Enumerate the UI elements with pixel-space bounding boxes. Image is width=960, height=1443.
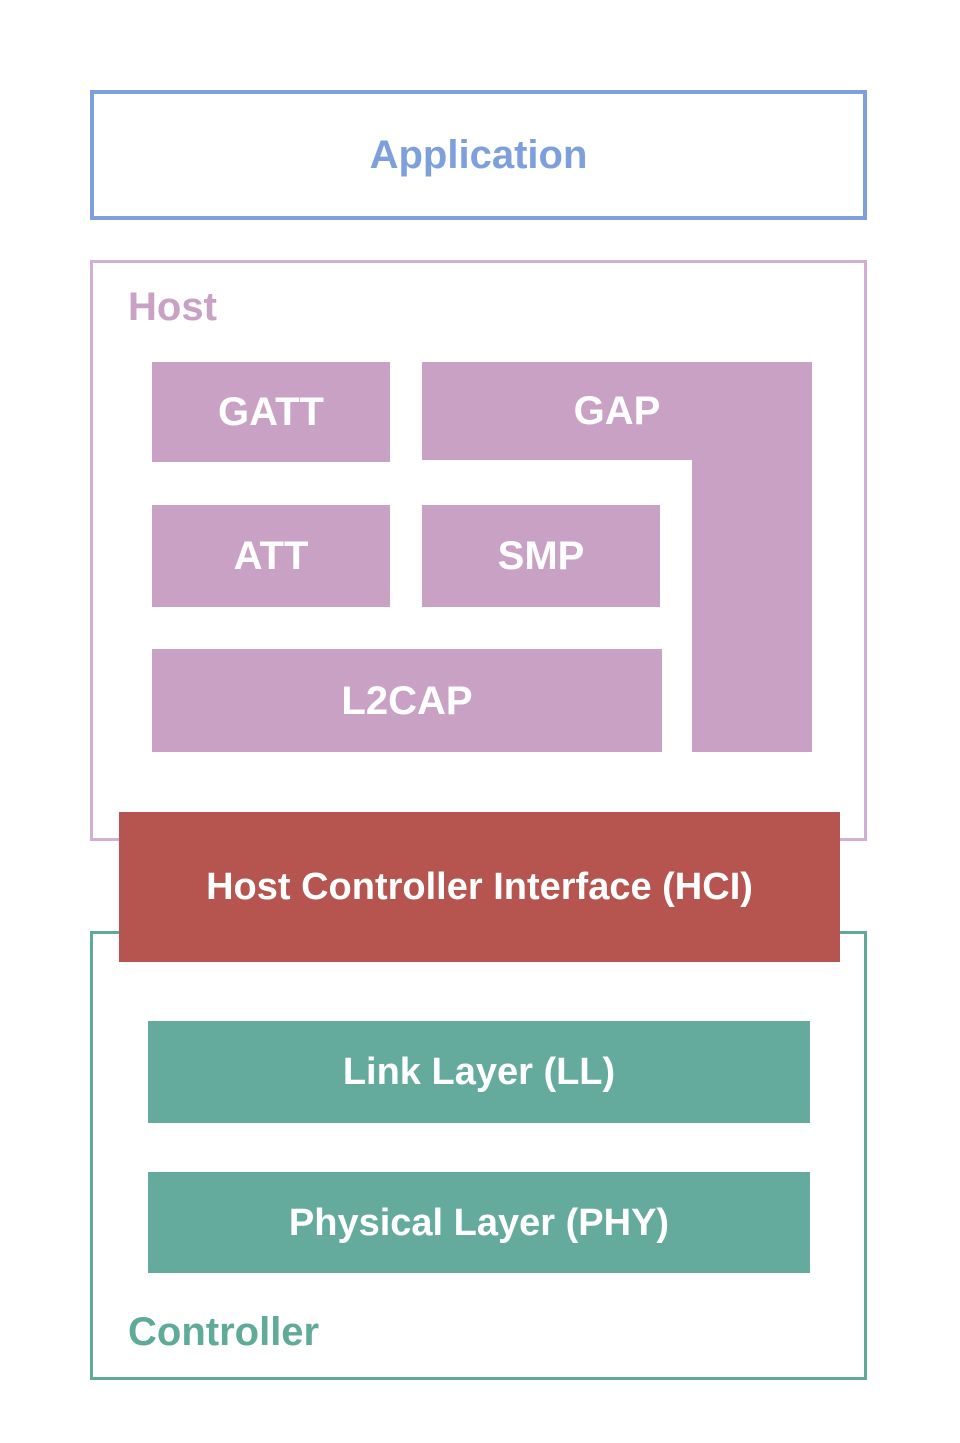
gap-label: GAP	[573, 389, 661, 433]
controller-box: Link Layer (LL) Physical Layer (PHY) Con…	[90, 931, 867, 1380]
link-layer-label: Link Layer (LL)	[342, 1051, 616, 1093]
hci-label: Host Controller Interface (HCI)	[206, 866, 753, 908]
att-block: ATT	[152, 505, 390, 607]
link-layer-block: Link Layer (LL)	[148, 1021, 810, 1123]
l2cap-block: L2CAP	[152, 649, 662, 752]
gap-block: GAP	[422, 362, 812, 460]
l2cap-label: L2CAP	[341, 678, 473, 723]
physical-layer-block: Physical Layer (PHY)	[148, 1172, 810, 1273]
smp-label: SMP	[497, 534, 585, 578]
controller-label: Controller	[128, 1310, 320, 1354]
gap-block-arm	[692, 459, 812, 752]
gatt-block: GATT	[152, 362, 390, 462]
hci-bar: Host Controller Interface (HCI)	[119, 812, 840, 962]
smp-block: SMP	[422, 505, 660, 607]
application-box: Application	[90, 90, 867, 220]
physical-layer-label: Physical Layer (PHY)	[288, 1201, 670, 1244]
host-label: Host	[128, 285, 217, 329]
att-label: ATT	[233, 534, 309, 578]
host-box: Host GATT GAP ATT SMP L2CAP	[90, 260, 867, 841]
gatt-label: GATT	[218, 390, 324, 434]
application-label: Application	[369, 133, 588, 177]
